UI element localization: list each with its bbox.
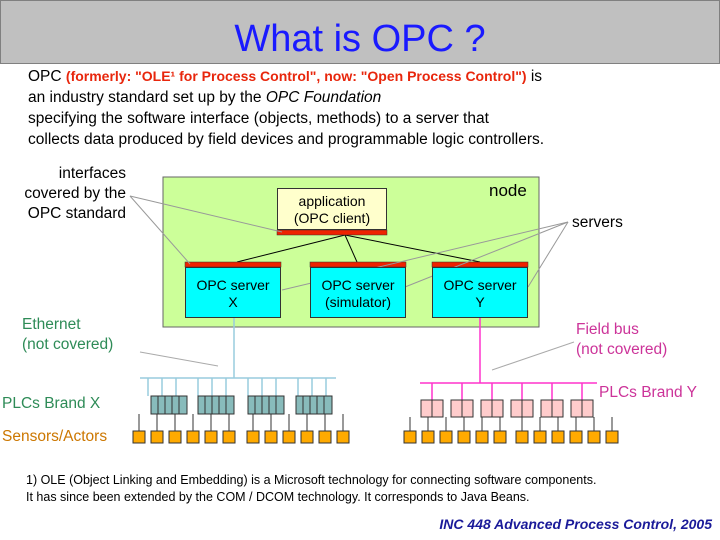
interfaces-label: interfaces covered by the OPC standard: [0, 164, 126, 224]
plc-y-modules: [420, 399, 594, 418]
sensor-x-wires: [138, 414, 344, 431]
server-y-label-1: OPC server: [443, 277, 517, 293]
intro-line3: specifying the software interface (objec…: [28, 110, 489, 127]
server-sim-label-1: OPC server: [321, 277, 395, 293]
pointer-servers-3: [527, 221, 569, 288]
servers-label: servers: [572, 214, 623, 231]
footnote-line-2: It has since been extended by the COM / …: [26, 490, 530, 504]
fieldbus-taps: [431, 383, 583, 400]
ethernet-label-1: Ethernet: [22, 316, 81, 333]
plc-x-slots: [157, 396, 325, 414]
server-x-label-2: X: [228, 294, 238, 310]
sensor-y-wires: [409, 417, 613, 431]
plcs-y-label: PLCs Brand Y: [599, 384, 697, 401]
server-sim-label-2: (simulator): [324, 294, 392, 310]
intro-opc: OPC: [28, 68, 66, 85]
footnote: 1) OLE (Object Linking and Embedding) is…: [26, 472, 716, 506]
node-label: node: [489, 181, 527, 200]
intro-formerly: (formerly: "OLE¹ for Process Control", n…: [65, 68, 527, 84]
opc-server-sim-box: OPC server (simulator): [310, 267, 406, 318]
intro-line2: an industry standard set up by the: [28, 89, 266, 106]
sensors-y: [403, 430, 619, 444]
footer-text: INC 448 Advanced Process Control, 2005: [439, 516, 712, 532]
link-app-server-y: [344, 234, 481, 263]
ethernet-label-2: (not covered): [22, 336, 114, 353]
fieldbus-label: Field bus (not covered): [576, 320, 667, 360]
slide-title: What is OPC ?: [234, 18, 486, 60]
pointer-interfaces-1: [129, 195, 283, 233]
title-bar: What is OPC ?: [0, 0, 720, 64]
application-box: application (OPC client): [277, 188, 387, 230]
interfaces-label-2: covered by the: [24, 185, 126, 202]
opc-server-y-box: OPC server Y: [432, 267, 528, 318]
pointer-interfaces-2: [129, 195, 191, 265]
application-label-2: (OPC client): [293, 210, 371, 226]
intro-text: OPC (formerly: "OLE¹ for Process Control…: [28, 66, 708, 150]
ethernet-taps: [147, 378, 327, 396]
intro-foundation: OPC Foundation: [265, 89, 382, 106]
server-y-label-2: Y: [475, 294, 485, 310]
ethernet-pointer: [139, 351, 219, 367]
fieldbus-label-1: Field bus: [576, 321, 639, 338]
fieldbus-pointer: [491, 341, 575, 371]
intro-is: is: [526, 68, 543, 85]
interfaces-label-1: interfaces: [58, 165, 126, 182]
application-label-1: application: [298, 193, 366, 209]
opc-server-x-box: OPC server X: [185, 267, 281, 318]
interfaces-label-3: OPC standard: [27, 205, 126, 222]
plcs-x-label: PLCs Brand X: [2, 395, 101, 412]
link-app-server-sim: [344, 234, 358, 263]
link-app-server-x: [236, 234, 346, 263]
fieldbus-label-2: (not covered): [576, 341, 668, 358]
plc-y-slots: [431, 400, 583, 417]
server-x-label-1: OPC server: [196, 277, 270, 293]
plc-x-racks: [150, 395, 333, 415]
intro-line4: collects data produced by field devices …: [28, 131, 545, 148]
sensors-label: Sensors/Actors: [2, 428, 108, 445]
ethernet-label: Ethernet (not covered): [22, 315, 113, 355]
app-interface-bar: [276, 229, 388, 236]
footnote-line-1: 1) OLE (Object Linking and Embedding) is…: [26, 473, 597, 487]
sensors-x: [132, 430, 350, 444]
